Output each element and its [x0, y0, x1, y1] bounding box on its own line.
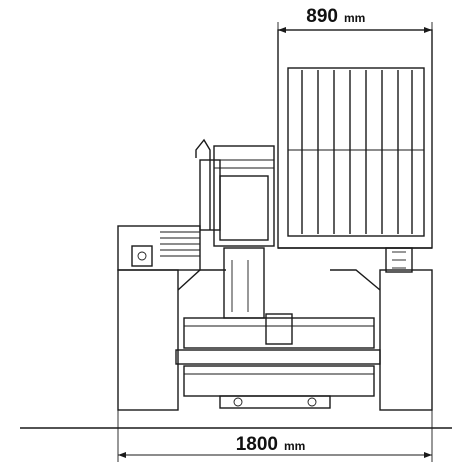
- top-dim-unit: mm: [344, 11, 365, 25]
- bottom-dimension: 1800 mm: [117, 410, 433, 462]
- svg-text:890: 890: [306, 6, 338, 27]
- operator-cab: [195, 138, 275, 319]
- central-chassis: [175, 313, 381, 409]
- crawler-tracks: [117, 269, 433, 411]
- exhaust-pipe: [195, 138, 211, 230]
- right-track: [379, 269, 433, 411]
- top-dimension: 890 mm: [277, 6, 433, 44]
- chassis-upper: [183, 317, 375, 349]
- cab-door: [223, 247, 265, 319]
- drive-unit: [219, 395, 331, 409]
- radiator-cabinet: [277, 29, 433, 249]
- radiator-slats: [288, 70, 424, 234]
- svg-text:1800: 1800: [236, 434, 278, 455]
- chassis-lower: [183, 365, 375, 397]
- bottom-dim-value: 1800: [236, 434, 278, 455]
- side-housing-left: [117, 225, 201, 271]
- cabinet-outline: [277, 29, 433, 249]
- bottom-dim-arrow-left: [118, 452, 126, 458]
- bottom-dim-unit: mm: [284, 439, 305, 453]
- top-dim-value: 890: [306, 6, 338, 27]
- cab-window: [219, 175, 269, 241]
- left-track: [117, 269, 179, 411]
- radiator-grille-frame: [287, 67, 425, 237]
- side-bracket-right: [385, 247, 413, 273]
- cab-body: [213, 145, 275, 247]
- bottom-dim-arrow-right: [424, 452, 432, 458]
